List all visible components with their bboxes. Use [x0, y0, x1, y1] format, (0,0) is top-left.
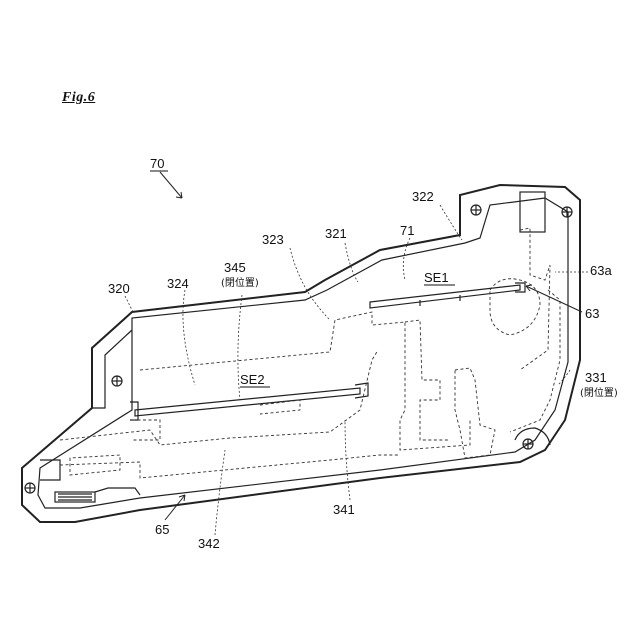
label-63a: 63a	[590, 263, 612, 278]
label-71: 71	[400, 223, 414, 238]
label-324: 324	[167, 276, 189, 291]
label-345-note: (閉位置)	[221, 276, 259, 289]
hidden-line-right-lower	[510, 290, 560, 432]
hidden-line-right-chamber	[455, 368, 495, 458]
label-se2: SE2	[240, 372, 265, 387]
arrow-65	[165, 495, 185, 520]
label-321: 321	[325, 226, 347, 241]
housing-outer-outline	[22, 185, 580, 522]
leader-323	[290, 248, 330, 320]
hidden-line-lever-71	[405, 320, 450, 440]
label-345: 345	[224, 260, 246, 275]
label-341: 341	[333, 502, 355, 517]
label-342: 342	[198, 536, 220, 551]
label-331: 331	[585, 370, 607, 385]
leader-342	[215, 450, 225, 535]
hidden-line-bottom-channel	[60, 455, 400, 478]
hidden-line-right-wall	[520, 228, 550, 370]
label-323: 323	[262, 232, 284, 247]
label-322: 322	[412, 189, 434, 204]
arrow-63	[526, 286, 582, 312]
shaft-se2	[135, 388, 360, 416]
label-320: 320	[108, 281, 130, 296]
leader-341	[345, 420, 350, 500]
hidden-line-left-box	[70, 455, 120, 475]
housing-inner-outline	[38, 198, 568, 508]
label-se1: SE1	[424, 270, 449, 285]
label-65: 65	[155, 522, 169, 537]
label-331-note: (閉位置)	[580, 386, 618, 399]
leader-320	[125, 296, 133, 312]
shaft-se1	[370, 285, 520, 308]
hidden-line-left-box-2	[132, 420, 160, 440]
arrow-70	[160, 172, 182, 198]
label-70: 70	[150, 156, 164, 171]
label-63: 63	[585, 306, 599, 321]
